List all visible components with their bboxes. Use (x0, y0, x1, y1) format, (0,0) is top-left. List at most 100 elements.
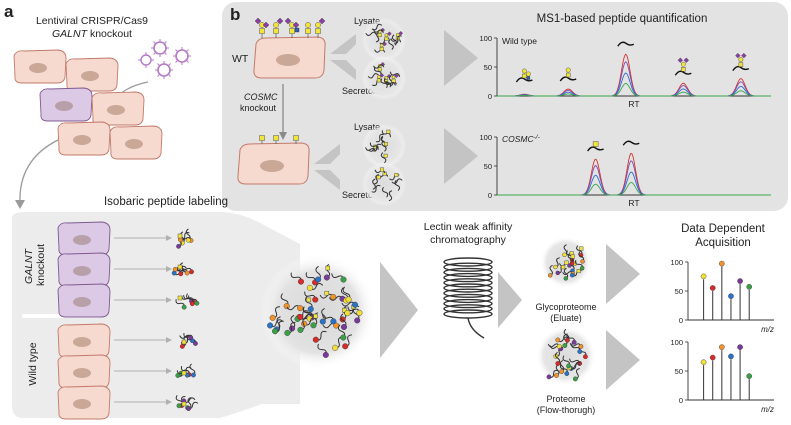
knockout-cell (57, 283, 111, 318)
knockout-cell (57, 252, 111, 287)
coil-loop (443, 262, 493, 272)
galactose-circle (305, 22, 311, 28)
crispr-title-line1: Lentiviral CRISPR/Cas9 (36, 15, 148, 27)
chrom-trace (497, 182, 771, 196)
wt-cell-with-glycans (253, 36, 326, 79)
isobaric-tag (284, 329, 291, 336)
isobaric-tag (562, 343, 568, 348)
pooled-peptides (267, 264, 363, 358)
peptide-strand (381, 140, 387, 152)
dda-title-line2: Acquisition (695, 237, 751, 249)
isobaric-tag (194, 300, 200, 306)
sialic-acid-diamond (276, 17, 284, 25)
isobaric-tag (189, 269, 194, 275)
isobaric-tag (555, 361, 561, 366)
galactose-circle (521, 68, 527, 74)
peptide-strand (375, 133, 384, 143)
spectrum-x-label: m/z (761, 325, 774, 334)
wildtype-label: Wild type (27, 342, 39, 385)
galnac-square (576, 268, 581, 274)
sialic-acid-diamond (741, 52, 747, 59)
big-arrow-pool-to-lwac (380, 262, 418, 358)
galnac-square (383, 153, 388, 158)
glycoproteome-label-line2: (Eluate) (550, 313, 582, 323)
peptide-strand (388, 38, 394, 50)
isobaric-tag (569, 261, 575, 266)
sialic-acid-diamond (683, 57, 690, 63)
isobaric-tag (580, 259, 585, 264)
coil-loop (443, 283, 493, 293)
spectrum-tick-label: 50 (675, 287, 683, 296)
galnac-square (386, 129, 391, 134)
isobaric-tag (555, 337, 561, 343)
peptide-glyph (622, 140, 640, 146)
isobaric-tag (269, 314, 276, 321)
galnac-square (377, 67, 382, 72)
peptide-strand (373, 66, 382, 76)
peptide-strand (367, 73, 379, 79)
coil-loop (443, 288, 493, 298)
knockout-cell (39, 87, 93, 122)
big-arrow-b-bottom (444, 128, 478, 184)
sialic-acid-diamond (398, 30, 404, 36)
cosmc-ko-cell (237, 142, 310, 185)
virus-particle-icon (155, 61, 173, 79)
spectrum-peak-tag (700, 359, 707, 366)
chrom-x-label: RT (628, 198, 639, 208)
lectin-label-line1: Lectin weak affinity (424, 221, 513, 233)
galnac-square (391, 78, 396, 83)
cosmc-italic: COSMC (244, 92, 278, 102)
galnt-italic: GALNT (52, 28, 89, 40)
peptide-glyph (732, 65, 750, 72)
peptide-glyph (674, 70, 692, 76)
isobaric-tag (564, 371, 570, 376)
galnac-square (289, 28, 295, 34)
isobaric-tag (341, 324, 348, 331)
spectrum-peak-tag (700, 273, 707, 280)
galnac-square (177, 264, 183, 270)
galnac-square (273, 28, 279, 34)
chrom-tick-label: 50 (484, 162, 492, 171)
galnac-square (394, 173, 399, 178)
isobaric-tag (332, 344, 339, 351)
isobaric-tag (322, 351, 329, 358)
peptide-strand (391, 178, 403, 184)
flow-arrow-down-head (15, 200, 25, 209)
galactose-circle (377, 75, 381, 79)
galnt-label-italic: GALNT (23, 247, 35, 284)
coil-loop (443, 293, 493, 304)
peptide-strand (365, 147, 376, 152)
isobaric-tag (330, 293, 337, 300)
chrom-tick-label: 50 (484, 63, 492, 72)
galnac-square (384, 142, 388, 147)
virus-particle-icon (138, 52, 154, 68)
isobaric-tag (310, 322, 317, 329)
spectrum-peak-tag (746, 373, 753, 379)
isobaric-tag (172, 266, 178, 272)
spectrum-peak-tag (709, 285, 716, 291)
isobaric-tag (566, 363, 572, 369)
peptide-strand (373, 64, 385, 69)
galnac-square (561, 265, 566, 270)
big-arrow-lwac-to-fractions (498, 272, 522, 328)
galnac-square (293, 135, 299, 141)
galactose-circle (738, 57, 744, 63)
spectrum-peak-tag (728, 353, 734, 360)
isobaric-tag (553, 264, 558, 270)
galnac-square (181, 339, 187, 345)
isobaric-tag (176, 403, 182, 409)
coil-loop (443, 309, 493, 319)
chrom-tick-label: 0 (488, 92, 492, 101)
galnac-square (306, 297, 312, 303)
sialic-acid-diamond (379, 73, 385, 78)
galnac-square (579, 246, 584, 251)
peptide-strand (375, 31, 380, 43)
lectin-label-line2: chromatography (430, 234, 507, 246)
isobaric-tag (578, 344, 584, 349)
galnac-square (592, 141, 599, 147)
labeled-peptide-bundles (171, 228, 200, 411)
